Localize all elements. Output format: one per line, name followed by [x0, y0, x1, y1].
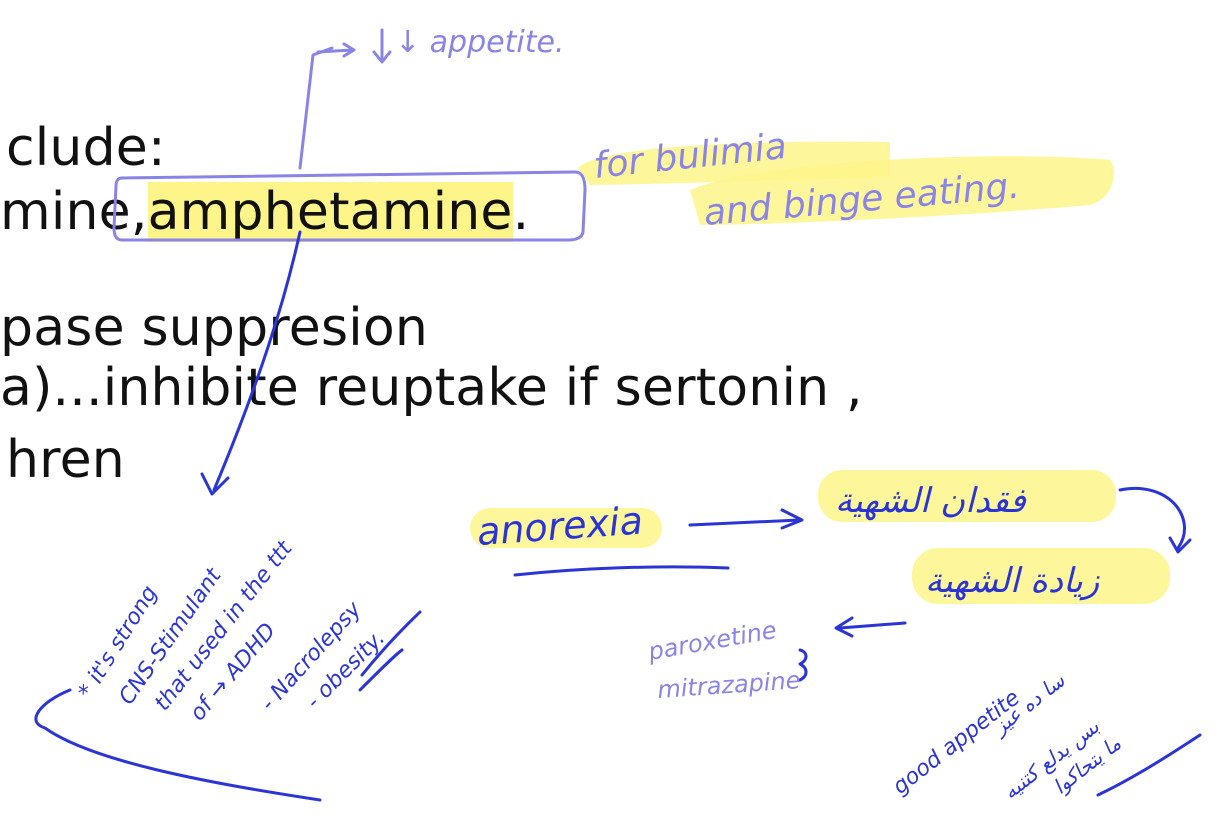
- stimulant-note-line-5: - Nacrolepsy: [256, 596, 367, 716]
- arabic-note-1: فقدان الشهية: [835, 481, 1027, 521]
- slide-line-1: clude:: [6, 118, 166, 178]
- arabic-note-4: بس يدلع كتنيه: [998, 714, 1104, 804]
- appetite-note: ↓ appetite.: [395, 25, 564, 60]
- bulimia-note-line-2: and binge eating.: [702, 166, 1021, 234]
- mitrazapine-label: mitrazapine: [656, 666, 801, 704]
- bulimia-note-line-1: for bulimia: [592, 126, 789, 187]
- underline-obesity: [358, 610, 422, 692]
- highlight-anorexia: [470, 508, 662, 548]
- highlight-binge: [690, 156, 1114, 225]
- slide-line-2-suffix: .: [512, 182, 530, 242]
- good-appetite-note: good appetite: [888, 685, 1025, 799]
- highlight-arabic-1: [818, 470, 1116, 522]
- arabic-note-3: سا ده عيز: [986, 668, 1069, 741]
- arrow-to-arabic-1: [688, 508, 804, 530]
- arabic-note-5: ما يتحاكوا: [1048, 731, 1125, 799]
- underline-good-appetite: [1096, 733, 1202, 797]
- anorexia-underline: [513, 565, 730, 577]
- slide-line-2-prefix: mine,: [0, 182, 148, 242]
- highlight-arabic-2: [912, 548, 1170, 604]
- slide-line-4: a)...inhibite reuptake if sertonin ,: [0, 358, 863, 418]
- stimulant-note-line-1: * it's strong: [74, 582, 163, 704]
- arrow-to-paroxetine: [834, 616, 907, 638]
- slide-line-2: mine,amphetamine.: [0, 182, 529, 242]
- brace-paroxetine: [798, 648, 808, 682]
- stimulant-note-line-2: CNS-Stimulant: [114, 563, 227, 709]
- anorexia-label: anorexia: [476, 499, 645, 554]
- down-arrow-icon: [372, 28, 392, 64]
- slide-line-3: pase suppresion: [0, 298, 429, 358]
- arrow-to-appetite: [316, 42, 356, 58]
- arabic-note-2: زيادة الشهية: [925, 561, 1100, 601]
- stimulant-note-line-4: of → ADHD: [185, 619, 281, 726]
- stimulant-note-line-3: that used in the ttt: [150, 536, 298, 716]
- slide-line-5: hren: [6, 430, 125, 490]
- arrow-arabic-1-to-2: [1118, 487, 1192, 554]
- highlight-bulimia: [578, 141, 890, 185]
- bracket-around-note: [34, 688, 322, 802]
- stimulant-note-line-6: - obesity.: [302, 626, 391, 715]
- connector-to-appetite: [298, 46, 334, 170]
- paroxetine-label: paroxetine: [645, 616, 778, 666]
- highlight-amphetamine: amphetamine: [147, 182, 513, 242]
